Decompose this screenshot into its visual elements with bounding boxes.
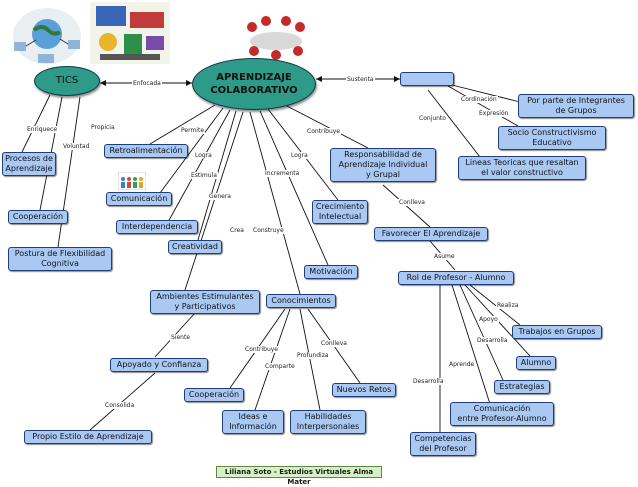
apoyado-node[interactable]: Apoyado y Confianza — [110, 358, 208, 372]
link-label-consolida: Consolida — [104, 402, 136, 409]
retroalimentacion-node[interactable]: Retroalimentación — [104, 144, 188, 158]
ambientes-node[interactable]: Ambientes Estimulantes y Participativos — [150, 290, 260, 314]
link-label-conlleva-mid: Conlleva — [320, 340, 348, 347]
link-label-construye: Construye — [252, 227, 285, 234]
link-label-expresion: Expresión — [478, 110, 510, 117]
link-label-realiza: Realiza — [496, 302, 520, 309]
link-label-logra-2: Logra — [290, 152, 309, 159]
link-label-incrementa: Incrementa — [264, 170, 301, 177]
link-label-propicia: Propicia — [90, 124, 116, 131]
crecimiento-node[interactable]: Crecimiento Intelectual — [312, 200, 368, 224]
link-label-conjunto: Conjunto — [418, 115, 447, 122]
link-label-desarrolla-right: Desarrolla — [476, 337, 509, 344]
link-label-aprende: Aprende — [448, 361, 476, 368]
people-group-icon — [118, 172, 146, 190]
tics-globe-image — [10, 6, 84, 66]
author-footer: Liliana Soto - Estudios Virtuales Alma M… — [216, 466, 382, 486]
procesos-node[interactable]: Procesos de Aprendizaje — [2, 152, 56, 176]
favorecer-node[interactable]: Favorecer El Aprendizaje — [374, 227, 488, 241]
computer-tools-image — [90, 2, 170, 64]
link-label-permite: Permite — [180, 127, 206, 134]
people-group-image — [118, 172, 146, 190]
team-meeting-image — [238, 7, 314, 65]
habilidades-node[interactable]: Habilidades Interpersonales — [290, 410, 366, 434]
central-node[interactable]: APRENDIZAJE COLABORATIVO — [192, 58, 316, 110]
link-label-voluntad: Voluntad — [62, 143, 91, 150]
link-label-logra-1: Logra — [194, 152, 213, 159]
link-label-desarrolla-left: Desarrolla — [412, 378, 445, 385]
propio-node[interactable]: Propio Estilo de Aprendizaje — [24, 430, 152, 444]
link-label-cordinacion: Cordinación — [460, 96, 498, 103]
ideas-node[interactable]: Ideas e Información — [222, 410, 284, 434]
motivacion-node[interactable]: Motivación — [304, 265, 358, 279]
globe-network-icon — [13, 8, 81, 64]
creatividad-node[interactable]: Creatividad — [168, 240, 222, 254]
link-label-profundiza: Profundiza — [296, 352, 330, 359]
conocimientos-node[interactable]: Conocimientos — [266, 294, 336, 308]
link-label-siente: Siente — [170, 334, 192, 341]
comunicacion-pa-node[interactable]: Comunicación entre Profesor-Alumno — [450, 402, 554, 426]
socio-node[interactable]: Socio Constructivismo Educativo — [498, 126, 606, 150]
comunicacion-node[interactable]: Comunicación — [106, 192, 172, 206]
tics-node[interactable]: TICS — [34, 66, 100, 96]
computer-tools-collage-icon — [90, 2, 170, 64]
link-label-asume: Asume — [433, 253, 456, 260]
link-label-enfocada: Enfocada — [132, 80, 162, 87]
link-label-enriquece: Enriquece — [26, 126, 59, 133]
link-label-comparte: Comparte — [264, 363, 296, 370]
nuevos-retos-node[interactable]: Nuevos Retos — [332, 383, 396, 397]
competencias-node[interactable]: Competencias del Profesor — [410, 432, 476, 456]
teorias-node[interactable] — [400, 72, 454, 86]
link-label-crea: Crea — [229, 227, 245, 234]
link-label-apoyo: Apoyo — [478, 316, 499, 323]
link-label-estimula: Estimula — [190, 172, 218, 179]
estrategias-node[interactable]: Estrategias — [494, 380, 550, 394]
lineas-node[interactable]: Lineas Teoricas que resaltan el valor co… — [458, 156, 586, 180]
team-meeting-icon — [238, 7, 314, 65]
link-label-contribuye-top: Contribuye — [306, 128, 342, 135]
link-label-conlleva-top: Conlleva — [398, 199, 426, 206]
trabajos-node[interactable]: Trabajos en Grupos — [512, 325, 602, 339]
cooperacion-left-node[interactable]: Cooperación — [8, 210, 68, 224]
link-label-contribuye-mid: Contribuye — [244, 346, 280, 353]
rol-node[interactable]: Rol de Profesor - Alumno — [398, 271, 514, 285]
postura-node[interactable]: Postura de Flexibilidad Cognitiva — [8, 247, 112, 271]
link-label-sustenta: Sustenta — [346, 76, 375, 83]
alumno-node[interactable]: Alumno — [516, 356, 556, 370]
por-parte-node[interactable]: Por parte de Integrantes de Grupos — [518, 94, 634, 118]
interdependencia-node[interactable]: Interdependencia — [116, 220, 198, 234]
responsabilidad-node[interactable]: Responsabilidad de Aprendizaje Individua… — [330, 148, 436, 182]
cooperacion-mid-node[interactable]: Cooperación — [184, 388, 244, 402]
link-label-genera: Genera — [208, 193, 232, 200]
